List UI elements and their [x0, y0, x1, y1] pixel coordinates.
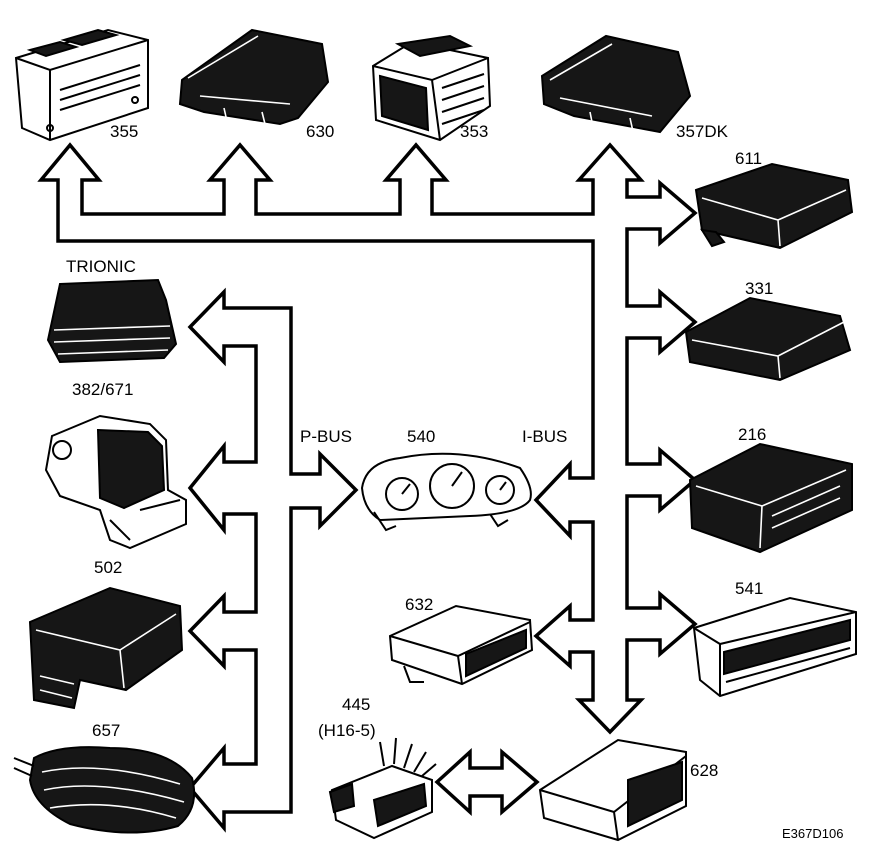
module-540-instrument-cluster: [360, 452, 532, 532]
label-632: 632: [405, 595, 433, 614]
label-353: 353: [460, 122, 488, 141]
label-630: 630: [306, 122, 334, 141]
p-bus-label: P-BUS: [300, 427, 352, 446]
p-bus-trunk: [187, 287, 359, 833]
module-216-unit: [688, 442, 853, 554]
label-216: 216: [738, 425, 766, 444]
module-628-unit: [538, 738, 687, 842]
module-541-unit: [692, 596, 857, 698]
module-353-unit: [371, 34, 492, 142]
module-357dk-unit: [540, 34, 692, 137]
i-bus-label: I-BUS: [522, 427, 567, 446]
module-382-671-unit: [44, 414, 187, 550]
label-331: 331: [745, 279, 773, 298]
label-540: 540: [407, 427, 435, 446]
label-611: 611: [735, 149, 762, 168]
module-trionic-unit: [46, 278, 178, 364]
module-630-unit: [178, 28, 330, 129]
label-445: 445: [342, 695, 370, 714]
module-445-connector: [328, 737, 437, 840]
module-502-unit: [28, 586, 184, 710]
i-bus-main-trunk: [37, 142, 698, 735]
figure-code: E367D106: [782, 826, 843, 841]
label-trionic: TRIONIC: [66, 257, 136, 276]
module-657-unit: [13, 746, 196, 834]
module-632-unit: [388, 604, 534, 686]
label-502: 502: [94, 558, 122, 577]
module-611-unit: [694, 162, 854, 250]
label-357dk: 357DK: [676, 122, 729, 141]
label-657: 657: [92, 721, 120, 740]
label-541: 541: [735, 579, 763, 598]
label-628: 628: [690, 761, 718, 780]
module-331-unit: [684, 296, 852, 382]
label-355: 355: [110, 122, 138, 141]
label-382-671: 382/671: [72, 380, 133, 399]
module-355-unit: [14, 28, 149, 142]
label-445-sub: (H16-5): [318, 721, 376, 740]
diagnostic-link-arrow: [434, 748, 540, 816]
